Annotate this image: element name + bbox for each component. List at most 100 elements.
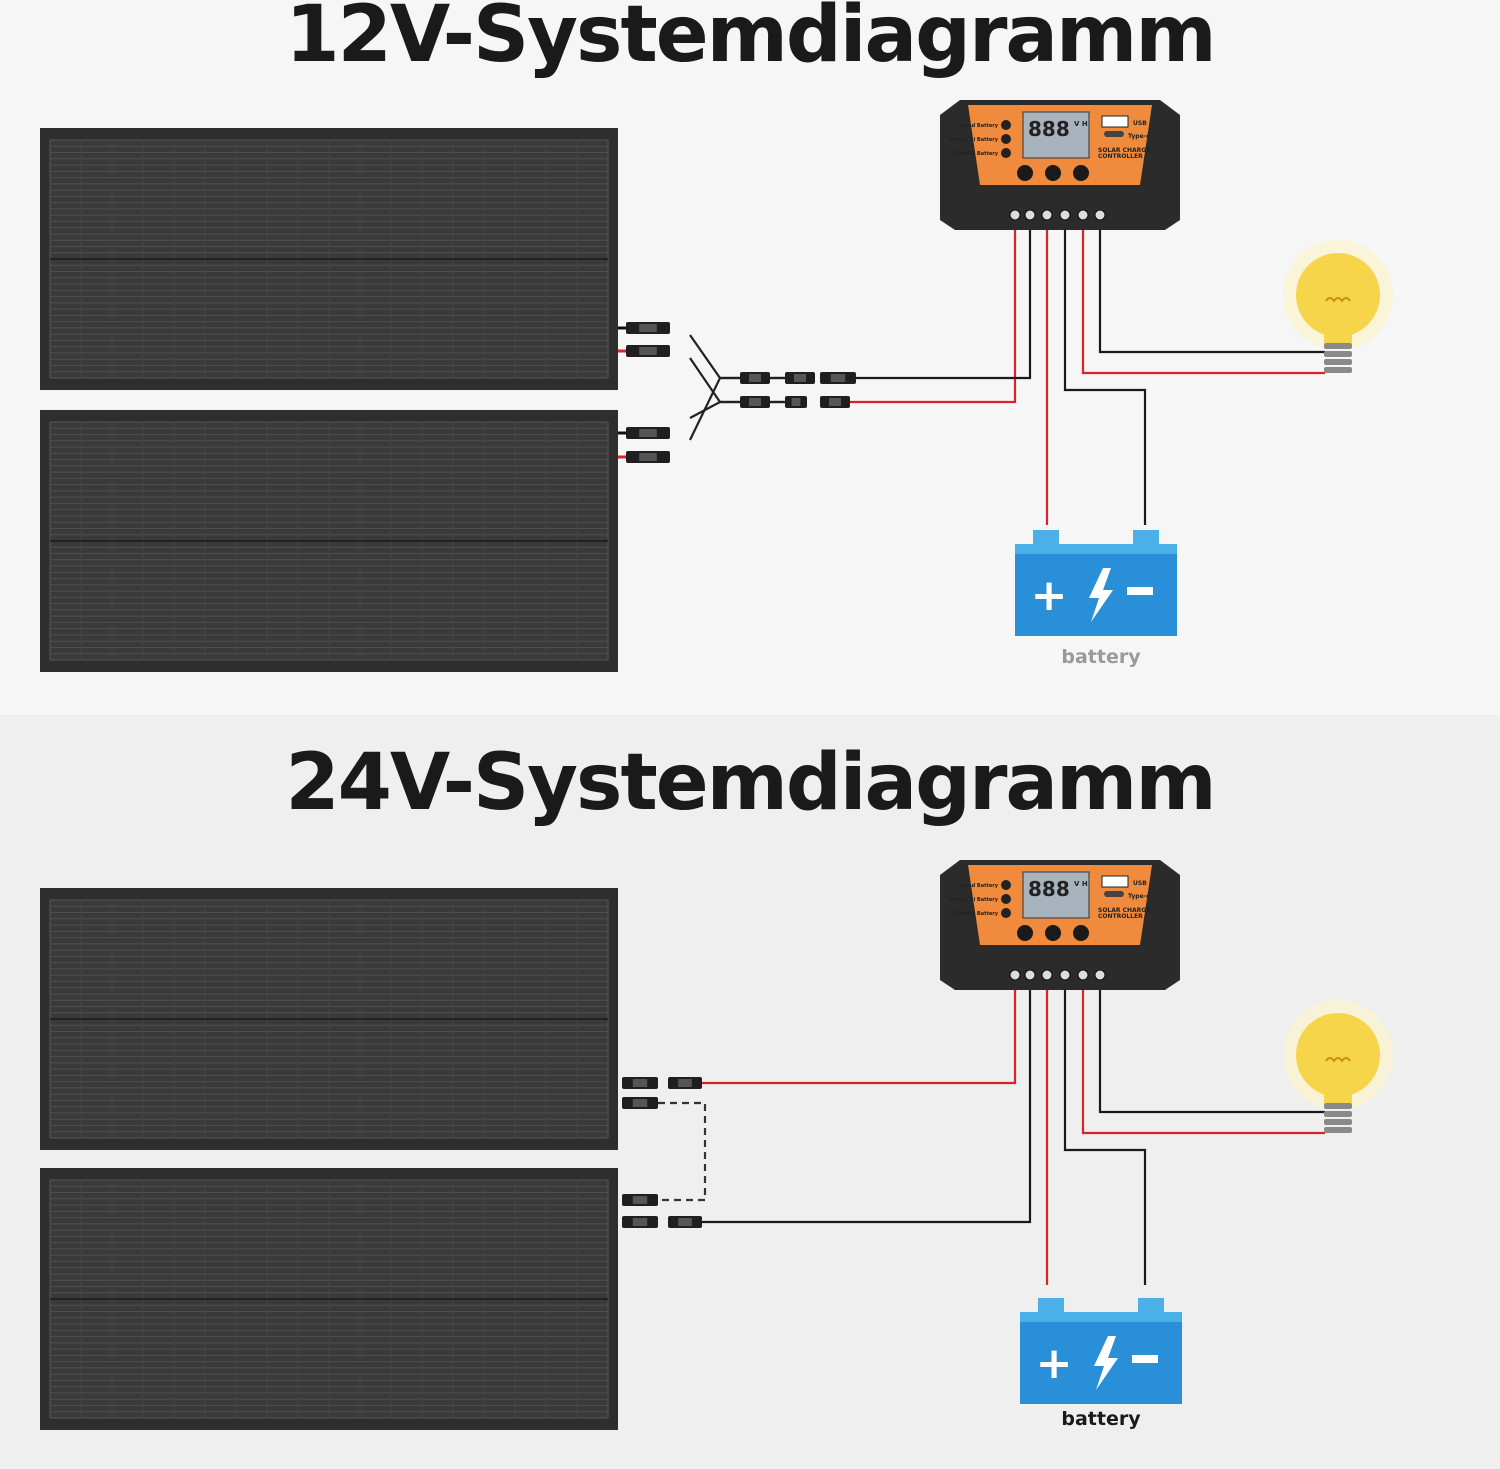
typec-port — [1104, 131, 1124, 137]
battery-type-led — [1001, 148, 1011, 158]
bulb-filament — [1325, 1057, 1351, 1063]
mc4-connector — [626, 322, 670, 334]
minus-icon — [1127, 587, 1153, 595]
negative-wire — [840, 222, 1032, 380]
wire-terminal — [1024, 209, 1036, 221]
y-branch-connector — [740, 396, 770, 408]
mc4-connector — [785, 372, 815, 384]
plus-icon: + — [1036, 1338, 1073, 1389]
connector-detail — [639, 429, 657, 437]
control-button — [1073, 165, 1089, 181]
plus-icon: + — [1031, 570, 1068, 621]
battery-type-led — [1001, 120, 1011, 130]
negative-wire — [1098, 982, 1325, 1114]
solar-panel — [40, 1168, 618, 1430]
positive-wire — [700, 982, 1017, 1085]
connector-detail — [749, 398, 761, 406]
battery-label-24v: battery — [1061, 1408, 1141, 1430]
mc4-connector — [622, 1216, 658, 1228]
connector-detail — [678, 1079, 692, 1087]
negative-wire — [700, 982, 1032, 1224]
connector-detail — [678, 1218, 692, 1226]
connector-detail — [632, 1218, 648, 1226]
battery-terminal-negative — [1133, 530, 1159, 544]
lcd-display — [1022, 871, 1090, 919]
wire-terminal — [1077, 969, 1089, 981]
lcd-digits: 888 — [1028, 877, 1070, 901]
negative-wire — [689, 376, 785, 441]
bulb-neck — [1324, 1091, 1352, 1103]
controller-name: SOLAR CHARGE — [1098, 147, 1150, 154]
bulb-base — [1324, 359, 1352, 365]
battery-type-led — [1001, 134, 1011, 144]
typec-label: Type-c — [1128, 893, 1150, 900]
light-bulb-icon — [1283, 1000, 1393, 1133]
solar-panel — [40, 410, 618, 672]
bulb-base — [1324, 1127, 1352, 1133]
title-12v: 12V-Systemdiagramm — [285, 0, 1216, 80]
usb-label: USB — [1133, 120, 1147, 127]
usb-port — [1101, 115, 1129, 128]
battery-icon: + — [1015, 530, 1177, 636]
connector-detail — [632, 1079, 648, 1087]
control-button — [1017, 165, 1033, 181]
mc4-connector — [626, 427, 670, 439]
mc4-connector — [820, 372, 856, 384]
battery-type-led — [1001, 908, 1011, 918]
bulb-glass — [1296, 1013, 1380, 1097]
bulb-neck — [1324, 331, 1352, 343]
controller-name: CONTROLLER — [1098, 913, 1143, 920]
wire-terminal — [1041, 969, 1053, 981]
wire-terminal — [1024, 969, 1036, 981]
solar-panel — [40, 888, 618, 1150]
negative-wire — [1063, 982, 1147, 1285]
connector-detail — [794, 374, 806, 382]
typec-port — [1104, 891, 1124, 897]
lcd-units: V H — [1074, 120, 1088, 128]
bulb-base — [1324, 1103, 1352, 1109]
mc4-connector — [785, 396, 807, 408]
bulb-base — [1324, 351, 1352, 357]
connector-detail — [632, 1196, 648, 1204]
negative-wire — [689, 400, 785, 419]
battery-type-label: LiFePO4 Battery — [952, 911, 998, 917]
positive-wire — [840, 222, 1017, 404]
battery-icon: + — [1020, 1298, 1182, 1404]
wire-terminal — [1094, 209, 1106, 221]
control-button — [1017, 925, 1033, 941]
lcd-digits: 888 — [1028, 117, 1070, 141]
minus-icon — [1132, 1355, 1158, 1363]
y-branch-connector — [740, 372, 770, 384]
battery-type-led — [1001, 880, 1011, 890]
wire-terminal — [1059, 209, 1071, 221]
control-button — [1045, 165, 1061, 181]
connector-detail — [830, 374, 846, 382]
mc4-connector — [626, 451, 670, 463]
light-bulb-icon — [1283, 240, 1393, 373]
battery-label-12v: battery — [1061, 646, 1141, 668]
usb-port — [1101, 875, 1129, 888]
usb-label: USB — [1133, 880, 1147, 887]
connector-detail — [791, 398, 801, 406]
lcd-display — [1022, 111, 1090, 159]
negative-wire — [689, 357, 785, 404]
wire-terminal — [1094, 969, 1106, 981]
bulb-base — [1324, 1111, 1352, 1117]
lightning-icon — [1094, 1336, 1118, 1390]
wire-terminal — [1009, 969, 1021, 981]
mc4-connector — [626, 345, 670, 357]
connector-detail — [639, 453, 657, 461]
controller-name: CONTROLLER — [1098, 153, 1143, 160]
positive-wire — [1081, 982, 1325, 1135]
mc4-connector — [668, 1077, 702, 1089]
controller-name: SOLAR CHARGE — [1098, 907, 1150, 914]
lightning-icon — [1089, 568, 1113, 622]
connector-detail — [639, 324, 657, 332]
battery-type-label: Lead Battery — [962, 123, 999, 129]
wire-terminal — [1041, 209, 1053, 221]
negative-wire — [1063, 222, 1147, 525]
negative-wire — [689, 334, 785, 380]
